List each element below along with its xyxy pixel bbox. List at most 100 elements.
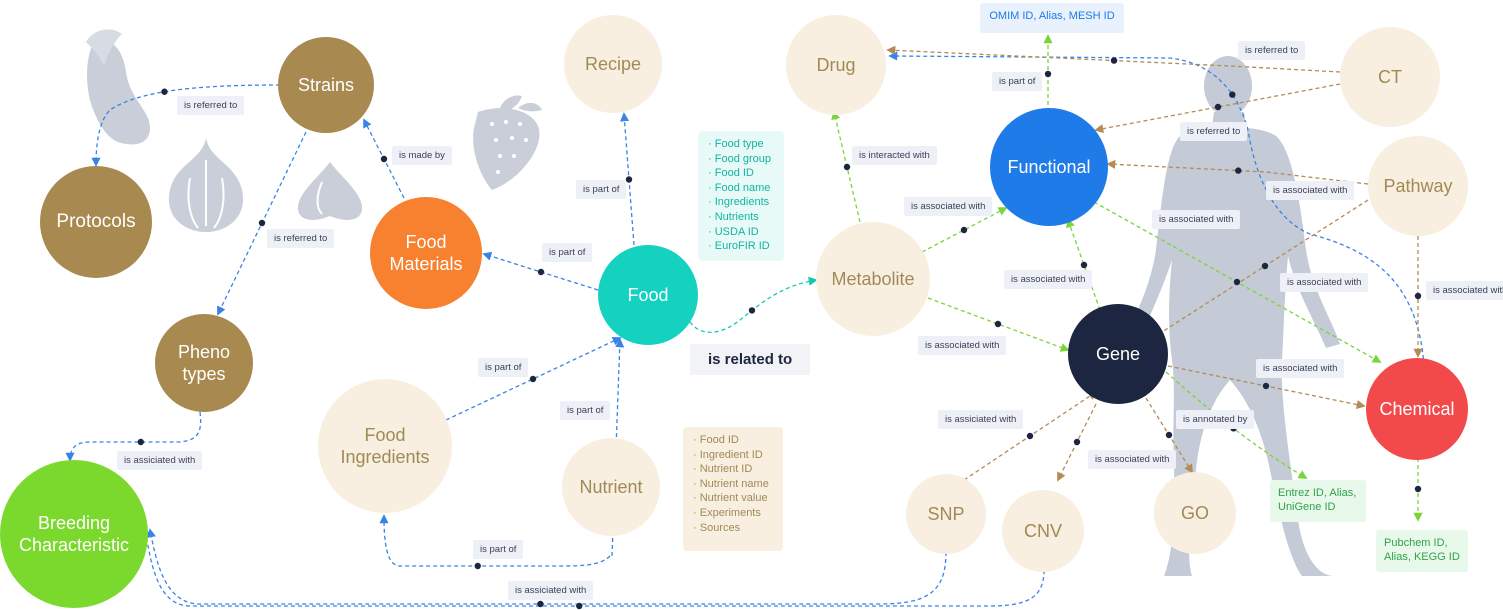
node-nutrient[interactable]: Nutrient xyxy=(562,438,660,536)
node-chemical-label: Chemical xyxy=(1379,398,1455,419)
chemical-ids-box: Pubchem ID, Alias, KEGG ID xyxy=(1376,530,1468,572)
edge-dot xyxy=(1080,261,1088,269)
node-strains-label: Strains xyxy=(297,74,355,95)
node-pathway-label: Pathway xyxy=(1383,175,1453,196)
edge-label-ct-functional: is referred to xyxy=(1180,122,1248,141)
food-attribute-item: Food ID xyxy=(708,166,774,181)
strawberry-icon xyxy=(473,95,542,190)
node-breeding-characteristic[interactable]: Breeding Characteristic xyxy=(0,460,148,608)
food-attribute-item: Nutrients xyxy=(708,210,774,225)
edge-dot xyxy=(1229,91,1236,98)
node-nutrient-label: Nutrient xyxy=(579,476,643,497)
edge-label-made-by: is made by xyxy=(392,146,452,165)
node-cnv-label: CNV xyxy=(1023,520,1062,541)
food-attribute-item: Food name xyxy=(708,181,774,196)
edge-label-gene-functional: is associated with xyxy=(1004,270,1093,289)
gene-ids-box: Entrez ID, Alias, UniGene ID xyxy=(1270,480,1366,522)
edge-label-functional-drug: is part of xyxy=(992,72,1043,91)
node-recipe[interactable]: Recipe xyxy=(564,15,662,113)
food-attribute-item: EuroFIR ID xyxy=(708,239,774,254)
edge-dot xyxy=(1214,103,1222,111)
nutrient-attribute-item: Sources xyxy=(693,521,773,536)
food-attribute-item: USDA ID xyxy=(708,225,774,240)
node-food-materials[interactable]: Food Materials xyxy=(370,197,482,309)
node-food[interactable]: Food xyxy=(598,245,698,345)
edge-label-ct-chemical: is associated with xyxy=(1426,281,1503,300)
node-pheno-types-label: Pheno types xyxy=(177,341,231,385)
node-strains[interactable]: Strains xyxy=(278,37,374,133)
edge-dot xyxy=(258,219,266,227)
node-recipe-label: Recipe xyxy=(584,53,642,74)
node-breeding-label: Breeding Characteristic xyxy=(18,512,130,556)
node-protocols-label: Protocols xyxy=(56,211,136,233)
edge-label-pheno-breeding: is assiciated with xyxy=(117,451,203,470)
node-ct[interactable]: CT xyxy=(1340,27,1440,127)
edge-label-food-materials: is part of xyxy=(542,243,593,262)
edge-label-breeding-bottom: is assiciated with xyxy=(508,581,594,600)
edge-dot xyxy=(1235,167,1242,174)
edge-dot xyxy=(1414,485,1422,493)
edge-dot xyxy=(137,438,144,446)
node-snp[interactable]: SNP xyxy=(906,474,986,554)
food-attribute-item: Ingredients xyxy=(708,195,774,210)
garlic-icon xyxy=(168,138,244,232)
edge-dot xyxy=(1414,292,1422,300)
edge-label-ct-drug: is referred to xyxy=(1238,41,1306,60)
functional-ids-box: OMIM ID, Alias, MESH ID xyxy=(980,3,1124,33)
edge-label-metabolite-functional: is associated with xyxy=(904,197,993,216)
edge-label-pathway-functional: is associated with xyxy=(1266,181,1355,200)
edge-dot xyxy=(537,268,545,276)
node-chemical[interactable]: Chemical xyxy=(1366,358,1468,460)
edge-label-pathway-gene: is associated with xyxy=(1280,273,1369,292)
food-attribute-item: Food group xyxy=(708,152,774,167)
node-gene[interactable]: Gene xyxy=(1068,304,1168,404)
edge-label-functional-chemical: is associated with xyxy=(1152,210,1241,229)
edge-label-nutrient-food: is part of xyxy=(560,401,611,420)
node-snp-label: SNP xyxy=(927,503,965,524)
nutrient-attribute-item: Nutrient name xyxy=(693,477,773,492)
node-ct-label: CT xyxy=(1378,66,1402,87)
edge-dot xyxy=(1165,431,1173,439)
node-cnv[interactable]: CNV xyxy=(1002,490,1084,572)
edge-dot xyxy=(161,88,168,95)
node-go[interactable]: GO xyxy=(1154,472,1236,554)
node-pheno-types[interactable]: Pheno types xyxy=(155,314,253,412)
edge-dot xyxy=(537,600,544,608)
node-protocols[interactable]: Protocols xyxy=(40,166,152,278)
node-metabolite-label: Metabolite xyxy=(831,268,915,289)
food-attribute-item: Food type xyxy=(708,137,774,152)
edge-dot xyxy=(994,320,1002,328)
edge-label-snp-gene: is assiciated with xyxy=(938,410,1024,429)
node-pathway[interactable]: Pathway xyxy=(1368,136,1468,236)
edge-dot xyxy=(474,562,481,570)
node-gene-label: Gene xyxy=(1095,343,1141,364)
nutrient-attribute-item: Nutrient value xyxy=(693,491,773,506)
edge-label-nutrient-ingredients: is part of xyxy=(473,540,524,559)
edge-label-cnv-gene: is associated with xyxy=(1088,450,1177,469)
gene-ids-text: Entrez ID, Alias, UniGene ID xyxy=(1278,487,1357,513)
edge-dot xyxy=(380,155,388,163)
node-food-materials-label: Food Materials xyxy=(389,231,463,275)
nutrient-attributes-list: Food ID Ingredient ID Nutrient ID Nutrie… xyxy=(693,433,773,535)
edge-label-food-metabolite: is related to xyxy=(690,344,811,375)
edge-label-go-gene: is annotated by xyxy=(1176,410,1255,429)
eggplant-icon xyxy=(86,29,150,145)
edge-dot xyxy=(1026,432,1034,440)
node-food-ingredients-label: Food Ingredients xyxy=(340,424,430,468)
chemical-ids-text: Pubchem ID, Alias, KEGG ID xyxy=(1384,537,1460,563)
node-metabolite[interactable]: Metabolite xyxy=(816,222,930,336)
edge-dot xyxy=(1261,262,1269,270)
garlic-clove-icon xyxy=(297,162,363,220)
node-food-ingredients[interactable]: Food Ingredients xyxy=(318,379,452,513)
edge-label-metabolite-gene: is associated with xyxy=(918,336,1007,355)
edge-dot xyxy=(1110,57,1118,64)
node-drug[interactable]: Drug xyxy=(786,15,886,115)
edge-label-food-recipe: is part of xyxy=(576,180,627,199)
edge-label-metabolite-drug: is interacted with xyxy=(852,146,937,165)
node-go-label: GO xyxy=(1180,502,1209,523)
node-food-label: Food xyxy=(627,284,669,305)
edge-label-food-metabolite-text: is related to xyxy=(708,351,793,368)
node-functional[interactable]: Functional xyxy=(990,108,1108,226)
